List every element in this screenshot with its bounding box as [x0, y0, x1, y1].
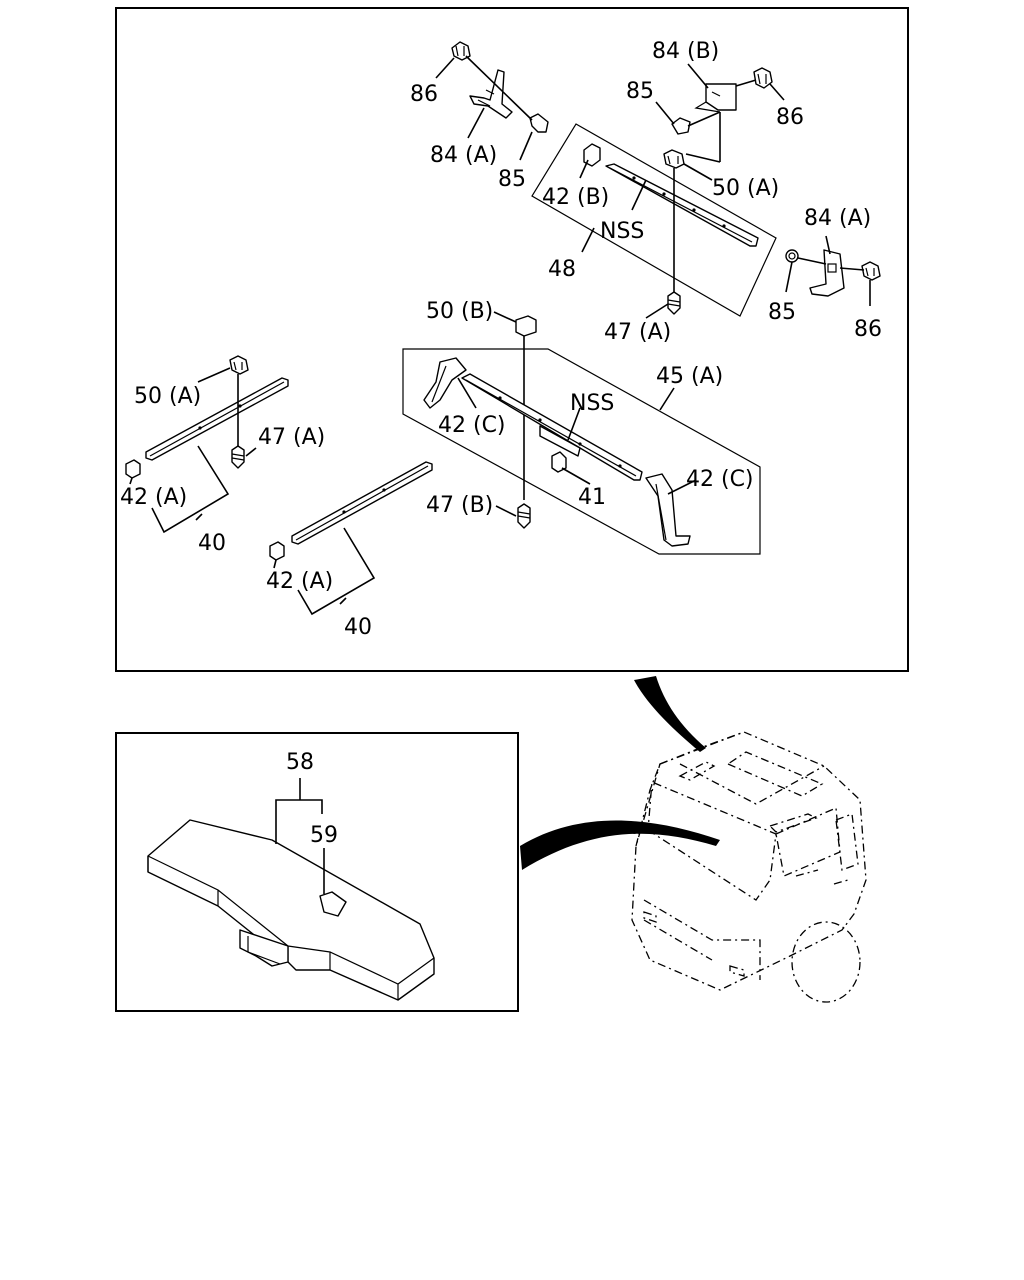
screw-85-right [785, 249, 799, 263]
callout-connectors [520, 676, 720, 870]
clip-86-top-left [451, 41, 471, 61]
clip-50b [515, 315, 537, 337]
label-59: 59 [310, 823, 338, 848]
label-nss-top: NSS [600, 219, 644, 244]
rail-40-lower [291, 461, 433, 545]
label-42a-left: 42 (A) [120, 485, 187, 510]
label-86-right: 86 [854, 317, 882, 342]
label-47b: 47 (B) [426, 493, 493, 518]
clip-42a-left [125, 459, 141, 479]
clip-41 [551, 451, 567, 473]
label-42b: 42 (B) [542, 185, 609, 210]
label-86-top-right: 86 [776, 105, 804, 130]
label-42a-bottom: 42 (A) [266, 569, 333, 594]
bracket-84a-top [469, 69, 513, 119]
top-exploded-panel [115, 7, 909, 672]
connector-inset-to-cab [520, 820, 720, 870]
label-85-mid: 85 [498, 167, 526, 192]
label-41: 41 [578, 485, 606, 510]
part-labels: 86 84 (B) 85 86 84 (A) 85 42 (B) 50 (A) … [120, 39, 882, 848]
truck-cab-illustration [631, 731, 867, 1003]
label-50a-top: 50 (A) [712, 176, 779, 201]
bracket-42c-right [645, 473, 691, 547]
screw-47a-left [231, 445, 245, 469]
label-85-top: 85 [626, 79, 654, 104]
label-40-bottom: 40 [344, 615, 372, 640]
label-47a-left: 47 (A) [258, 425, 325, 450]
clip-86-right [861, 261, 881, 281]
label-84a-right: 84 (A) [804, 206, 871, 231]
cover-58 [147, 819, 435, 1001]
label-50b: 50 (B) [426, 299, 493, 324]
screw-47b [517, 503, 531, 529]
clip-42a-bottom [269, 541, 285, 561]
label-50a-left: 50 (A) [134, 384, 201, 409]
bracket-58-59 [275, 799, 323, 844]
clip-86-top-right [753, 67, 773, 89]
bracket-84a-right [809, 249, 845, 297]
label-45a: 45 (A) [656, 364, 723, 389]
label-42c-right: 42 (C) [686, 467, 754, 492]
screw-47a-mid [667, 291, 681, 315]
label-42c-left: 42 (C) [438, 413, 506, 438]
bracket-84b-top [694, 83, 737, 113]
connector-top-to-cab [634, 676, 706, 752]
label-nss-mid: NSS [570, 391, 614, 416]
label-58: 58 [286, 750, 314, 775]
screw-85-top-left [529, 113, 549, 133]
label-47a-mid: 47 (A) [604, 320, 671, 345]
label-84b: 84 (B) [652, 39, 719, 64]
clip-50a-left [229, 355, 249, 375]
group-45a-outline [402, 348, 761, 555]
bracket-42c-left [423, 357, 467, 409]
label-84a-top: 84 (A) [430, 143, 497, 168]
group-48-outline [531, 123, 777, 317]
screw-85-top-right [671, 117, 691, 135]
label-85-right: 85 [768, 300, 796, 325]
label-86-top-left: 86 [410, 82, 438, 107]
label-40-left: 40 [198, 531, 226, 556]
rail-45a [461, 373, 643, 481]
top-panel-frame [115, 7, 909, 672]
leader-lines [129, 57, 871, 616]
rail-40-upper [145, 377, 289, 461]
inset-panel-58 [115, 732, 519, 1012]
label-48: 48 [548, 257, 576, 282]
